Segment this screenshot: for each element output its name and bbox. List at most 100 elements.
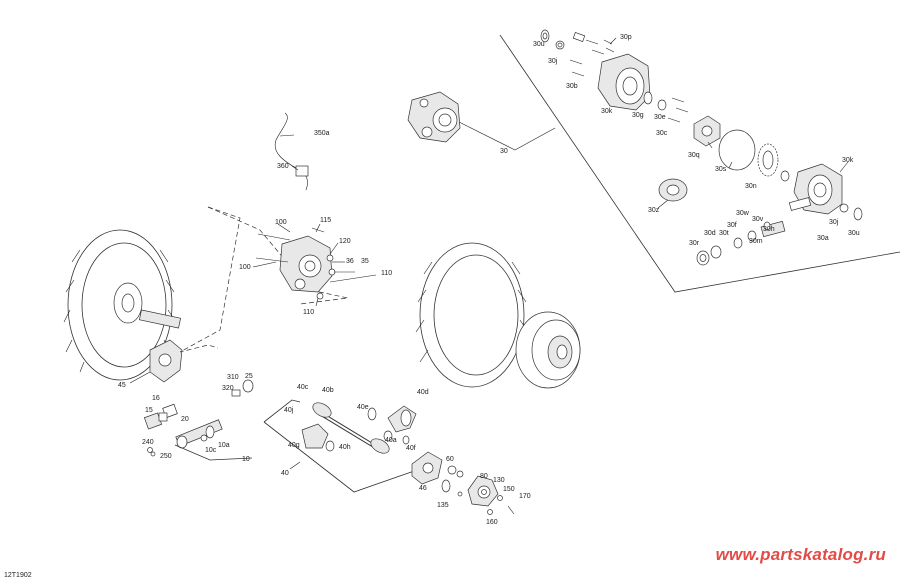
label-30z: 30z <box>648 207 660 214</box>
fasteners-135-150-160-170 <box>441 479 515 515</box>
label-320: 320 <box>222 385 234 392</box>
label-30t: 30t <box>719 230 729 237</box>
label-30g: 30g <box>632 112 644 119</box>
label-40e: 40e <box>357 404 369 411</box>
label-30p: 30p <box>620 34 632 41</box>
label-40j: 40j <box>284 407 294 414</box>
label-30k-top: 30k <box>601 108 613 115</box>
label-135: 135 <box>437 502 449 509</box>
pinion-shaft-30w <box>788 197 812 211</box>
label-40a: 40a <box>385 437 397 444</box>
bearing-30z <box>658 178 688 202</box>
housing-cover-30k <box>597 53 651 111</box>
label-110-bottom: 110 <box>303 309 314 316</box>
leader-40 <box>289 461 301 470</box>
label-40: 40 <box>281 470 289 477</box>
label-30m: 30m <box>749 238 763 245</box>
cv-shaft-left <box>138 309 182 329</box>
label-30d: 30d <box>704 230 716 237</box>
label-80: 80 <box>480 473 488 480</box>
group-40-line-a <box>263 399 301 423</box>
label-30s: 30s <box>715 166 727 173</box>
label-45: 45 <box>118 382 126 389</box>
label-30: 30 <box>500 148 508 155</box>
vent-hose-350a <box>274 112 309 191</box>
leader-30-b <box>514 127 556 151</box>
middle-tire <box>415 242 529 388</box>
figure-code: 12T1902 <box>4 572 32 579</box>
washer-30e <box>657 99 667 111</box>
group-40-line-b <box>263 421 441 493</box>
label-110-right: 110 <box>381 270 392 277</box>
label-15: 15 <box>145 407 153 414</box>
shaft-10 <box>175 419 223 449</box>
label-30h: 30h <box>763 226 775 233</box>
label-120: 120 <box>339 238 351 245</box>
label-130: 130 <box>493 477 505 484</box>
label-40d: 40d <box>417 389 429 396</box>
label-30a: 30a <box>817 235 829 242</box>
label-240: 240 <box>142 439 154 446</box>
label-25: 25 <box>245 373 253 380</box>
label-30c: 30c <box>656 130 668 137</box>
left-tire <box>63 229 177 381</box>
label-10c: 10c <box>205 447 217 454</box>
label-150: 150 <box>503 486 515 493</box>
label-30j-right: 30j <box>829 219 839 226</box>
label-160: 160 <box>486 519 498 526</box>
label-30w: 30w <box>736 210 750 217</box>
label-35: 35 <box>361 258 369 265</box>
label-30j: 30j <box>548 58 558 65</box>
label-40g: 40g <box>288 442 300 449</box>
label-30r: 30r <box>689 240 700 247</box>
cv-boot-40d <box>387 405 417 433</box>
part-labels: 30u 30j 30p 30b 30k 30g 30e 30c 30q 30 3… <box>118 34 860 526</box>
label-360: 360 <box>277 163 289 170</box>
axle-parts-16-15-20 <box>143 403 178 430</box>
label-100-top: 100 <box>275 219 287 226</box>
label-30b: 30b <box>566 83 578 90</box>
label-30k-right: 30k <box>842 157 854 164</box>
label-30u-right: 30u <box>848 230 860 237</box>
o-ring-30s <box>718 129 756 171</box>
label-310: 310 <box>227 374 239 381</box>
label-100-left: 100 <box>239 264 251 271</box>
label-46: 46 <box>419 485 427 492</box>
differential-housing-main <box>407 91 461 143</box>
label-30q: 30q <box>688 152 700 159</box>
bearing-30j-top <box>555 40 565 50</box>
seal-30u-top <box>540 29 550 43</box>
bolts-240-250 <box>147 447 156 457</box>
knuckle-45 <box>149 339 183 383</box>
seal-30u-right <box>853 207 863 221</box>
label-36: 36 <box>346 258 354 265</box>
label-170: 170 <box>519 493 531 500</box>
label-40h: 40h <box>339 444 351 451</box>
label-60: 60 <box>446 456 454 463</box>
label-40b: 40b <box>322 387 334 394</box>
watermark: www.partskatalog.ru <box>715 545 886 564</box>
ring-gear-30n <box>757 143 779 177</box>
drive-shaft-40 <box>312 402 390 454</box>
label-30v: 30v <box>752 216 764 223</box>
leader-30-a <box>452 118 516 151</box>
clamps-40e-40h-40f-40a <box>325 407 410 452</box>
label-20: 20 <box>181 416 189 423</box>
label-30e: 30e <box>654 114 666 121</box>
label-250: 250 <box>160 453 172 460</box>
cv-boot-40g <box>301 423 329 449</box>
label-16: 16 <box>152 395 160 402</box>
knuckle-46 <box>411 451 443 485</box>
hub-bearing-60 <box>447 465 464 478</box>
bearing-30j-right <box>839 203 849 213</box>
label-30n: 30n <box>745 183 757 190</box>
gearcase-assembly <box>255 233 333 293</box>
wheel-hub-130 <box>467 475 499 507</box>
label-10: 10 <box>242 456 250 463</box>
gasket-30g <box>643 91 653 105</box>
bearing-parts-310-320-25 <box>231 379 254 397</box>
label-115: 115 <box>320 217 331 224</box>
label-30f: 30f <box>727 222 737 229</box>
